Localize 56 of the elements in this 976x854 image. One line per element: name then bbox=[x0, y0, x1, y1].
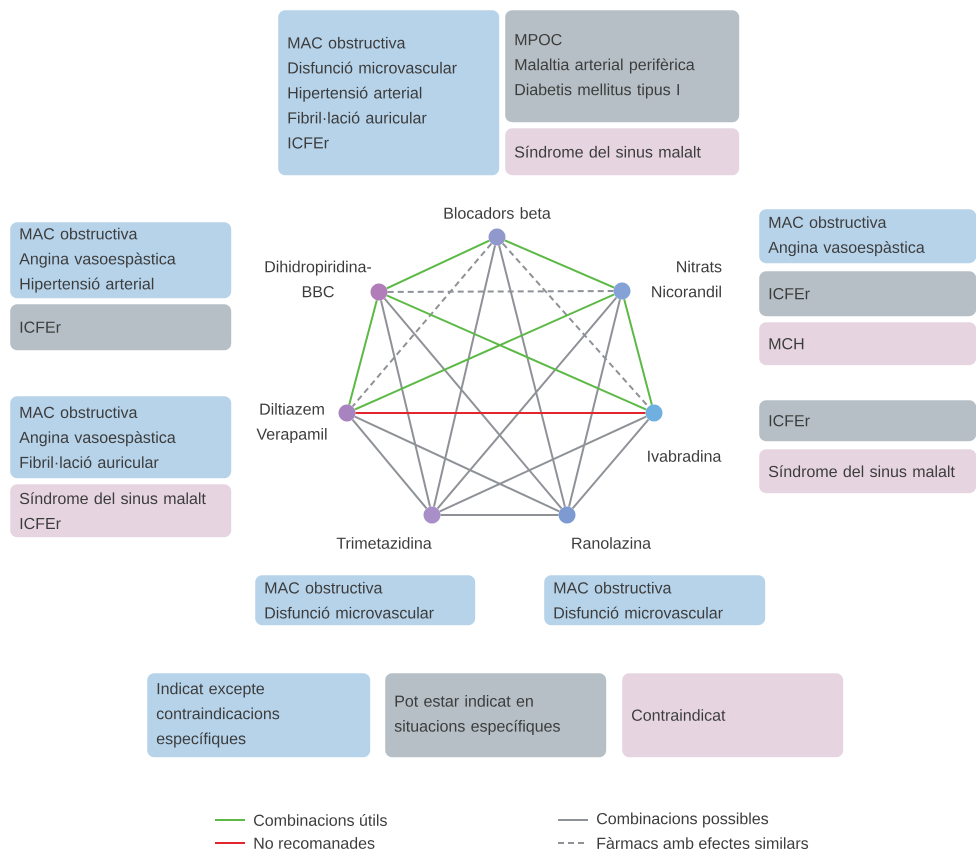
connector-line bbox=[380, 300, 431, 507]
condition-box: ICFEr bbox=[759, 400, 976, 442]
drug-label: Trimetazidina bbox=[336, 537, 432, 549]
condition-box: ICFEr bbox=[759, 271, 976, 316]
legend-text: No recomanades bbox=[254, 837, 374, 849]
connector-line bbox=[348, 300, 378, 405]
condition-box: MAC obstructiva Angina vasoespàstica Hipertensió arterial bbox=[10, 222, 232, 298]
condition-box: ICFEr bbox=[10, 304, 232, 350]
connector-line bbox=[433, 245, 496, 507]
connector-line bbox=[352, 419, 428, 509]
connector-line bbox=[354, 294, 614, 410]
connector-line bbox=[572, 418, 650, 510]
condition-box: Síndrome del sinus malalt bbox=[759, 449, 976, 494]
condition-box: Síndrome del sinus malalt bbox=[505, 128, 740, 176]
condition-box: MAC obstructiva Angina vasoespàstica Fibril·lació auricular bbox=[10, 396, 232, 478]
connector-line bbox=[386, 240, 490, 290]
condition-box: MPOC Malaltia arterial perifèrica Diabetis mellitus tipus I bbox=[505, 10, 740, 122]
legend-text: Pot estar indicat en situacions específiques bbox=[394, 695, 560, 735]
legend-text: Combinacions possibles bbox=[597, 812, 768, 828]
condition-box: MAC obstructiva Disfunció microvascular bbox=[255, 575, 476, 626]
condition-box: MAC obstructiva Disfunció microvascular Hipertensió arterial Fibril·lació auricular ICFEr bbox=[278, 10, 500, 176]
connector-line bbox=[388, 290, 614, 293]
connector-line bbox=[502, 242, 649, 408]
drug-dot bbox=[338, 404, 356, 422]
connector-line bbox=[436, 296, 618, 509]
connector-line bbox=[623, 299, 653, 405]
connector-line bbox=[352, 242, 492, 408]
drug-dot bbox=[424, 506, 440, 524]
connector-line bbox=[498, 245, 566, 507]
legend-text: Fàrmacs amb efectes similars bbox=[598, 837, 808, 849]
drug-label: Diltiazem Verapamil bbox=[256, 403, 326, 443]
connector-line bbox=[440, 416, 647, 512]
condition-box: MAC obstructiva Angina vasoespàstica bbox=[759, 209, 976, 264]
drug-dot bbox=[370, 284, 388, 300]
connector-line bbox=[384, 298, 562, 509]
connector-line bbox=[386, 294, 646, 410]
connector-line bbox=[440, 514, 558, 516]
condition-box: MAC obstructiva Disfunció microvascular bbox=[544, 575, 766, 626]
drug-label: Blocadors beta bbox=[444, 207, 551, 219]
drug-label: Nitrats Nicorandil bbox=[652, 260, 722, 298]
drug-label: Ranolazina bbox=[572, 537, 651, 549]
connector-line bbox=[568, 299, 621, 507]
drug-dot bbox=[488, 228, 506, 246]
legend-text: Combinacions útils bbox=[254, 814, 387, 826]
drug-dot bbox=[646, 404, 662, 422]
drug-dot bbox=[614, 282, 630, 300]
condition-box: Síndrome del sinus malalt ICFEr bbox=[10, 484, 232, 538]
drug-label: Ivabradina bbox=[648, 450, 722, 462]
drug-dot bbox=[558, 506, 576, 524]
drug-label: Dihidropiridina- BBC bbox=[266, 260, 372, 298]
connector-line bbox=[504, 240, 614, 288]
connector-line bbox=[356, 412, 646, 414]
legend-text: Contraindicat bbox=[632, 709, 726, 721]
condition-box: MCH bbox=[759, 322, 976, 366]
legend-text: Indicat excepte contraindicacions específiques bbox=[156, 682, 280, 748]
connector-line bbox=[354, 416, 560, 512]
